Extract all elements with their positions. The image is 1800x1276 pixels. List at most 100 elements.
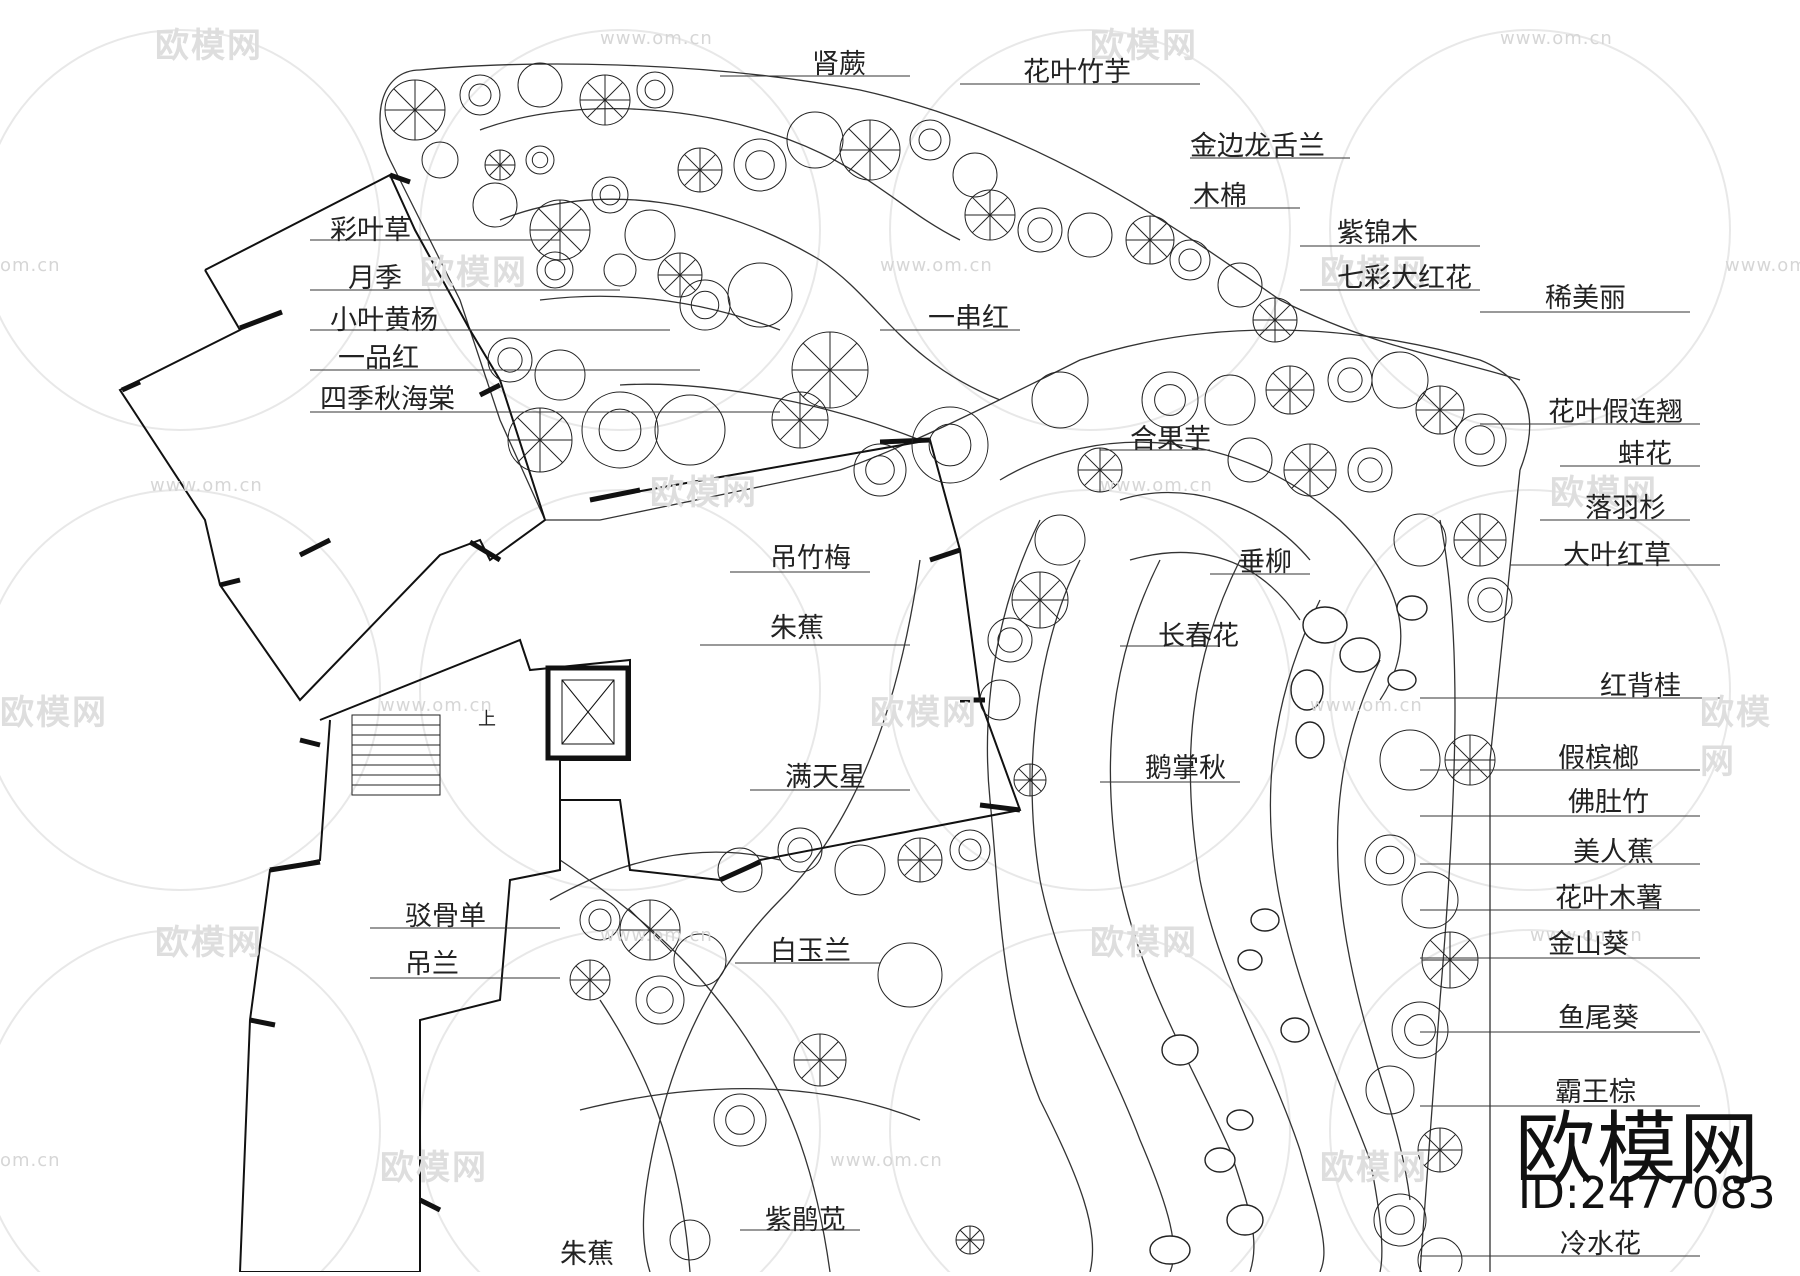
tree-spoke [1272, 389, 1291, 408]
plant-label: 长春花 [1158, 621, 1239, 652]
tree-spoke [1018, 768, 1031, 781]
tree-spoke [1291, 469, 1311, 489]
tree-symbol [472, 182, 518, 228]
plant-label: 朱蕉 [770, 613, 824, 644]
tree-spoke [679, 274, 696, 291]
plant-label: 一串红 [928, 303, 1009, 334]
tree-symbol-inner [497, 347, 523, 373]
tree-symbol-inner [745, 150, 775, 180]
tree-spoke [1099, 469, 1116, 486]
tree-spoke [414, 109, 437, 132]
tree-spoke [538, 208, 561, 231]
tree-spoke [393, 88, 416, 111]
tree-spoke [1429, 959, 1451, 981]
watermark-brand: 欧模网 [155, 923, 263, 963]
tree-symbol [1365, 1065, 1415, 1115]
watermark-brand: 欧模网 [1090, 26, 1198, 66]
tree-symbol [579, 899, 621, 941]
tree-spoke [1149, 239, 1168, 258]
tree-spoke [649, 929, 672, 952]
tree-spoke [848, 149, 871, 172]
plant-label: 肾蕨 [812, 49, 866, 80]
tree-spoke [819, 1041, 839, 1061]
watermark-brand: 欧模网 [1550, 473, 1658, 513]
plant-label: 花叶木薯 [1555, 883, 1663, 914]
tree-symbol-inner [646, 986, 674, 1014]
watermark-circles [0, 29, 1731, 1276]
tree-spoke [539, 439, 563, 463]
tree-symbol [713, 1093, 767, 1147]
tree-symbol [952, 152, 998, 198]
plant-label: 红背桂 [1600, 671, 1681, 702]
tree-spoke [989, 214, 1009, 234]
tree-symbol [1379, 729, 1441, 791]
tree-spoke [499, 164, 511, 176]
tree-symbol-inner [468, 83, 492, 107]
tree-spoke [779, 399, 801, 421]
tree-symbol [1327, 357, 1373, 403]
tree-spoke [1449, 959, 1471, 981]
tree-symbol [603, 253, 637, 287]
tree-spoke [819, 1059, 839, 1079]
tree-spoke [1439, 392, 1458, 411]
plant-label: 鹅掌秋 [1145, 753, 1226, 784]
tree-symbol [1347, 447, 1393, 493]
tree-spoke [799, 419, 821, 441]
tree-symbol [853, 443, 907, 497]
plant-label: 大叶红草 [1563, 540, 1671, 571]
tree-spoke [919, 844, 936, 861]
tree-spoke [1259, 304, 1276, 321]
plant-label: 彩叶草 [330, 215, 411, 246]
plant-label: 紫锦木 [1337, 218, 1418, 249]
tree-spoke [1469, 741, 1489, 761]
tree-symbol [727, 262, 793, 328]
tree-spoke [1019, 599, 1041, 621]
tree-symbol [1401, 871, 1459, 929]
tree-symbol-inner [544, 259, 566, 281]
tree-symbol [1467, 577, 1513, 623]
tree-spoke [848, 128, 871, 151]
tree-spoke [489, 154, 501, 166]
tree-symbol [777, 827, 823, 873]
tree-spoke [589, 965, 605, 981]
tree-spoke [1132, 239, 1151, 258]
tree-spoke [1019, 579, 1041, 601]
tree-spoke [829, 342, 858, 371]
watermark-brand: 欧模网 [1320, 1148, 1428, 1188]
tree-symbol [525, 145, 555, 175]
watermark-brand: 欧模网 [0, 693, 108, 733]
tree-symbol-inner [1404, 1014, 1436, 1046]
tree-symbol [1204, 374, 1256, 426]
tree-spoke [604, 81, 624, 101]
watermark-brand: 欧模网 [1320, 253, 1428, 293]
tree-spoke [1424, 1149, 1441, 1166]
stair [351, 714, 441, 796]
tree-spoke [1309, 451, 1329, 471]
tree-spoke [1029, 768, 1042, 781]
tree-spoke [575, 979, 591, 995]
tree-spoke [959, 1229, 971, 1241]
tree-spoke [989, 196, 1009, 216]
tree-spoke [904, 859, 921, 876]
tree-spoke [1422, 409, 1441, 428]
plant-label: 月季 [348, 263, 402, 294]
tree-spoke [959, 1239, 971, 1251]
tree-spoke [586, 81, 606, 101]
tree-spoke [829, 369, 858, 398]
tree-symbol-inner [1337, 367, 1363, 393]
tree-symbol [1453, 413, 1507, 467]
tree-spoke [1132, 222, 1151, 241]
building-thick-walls [120, 172, 1021, 1213]
tree-symbol-inner [588, 908, 612, 932]
building-outlines [118, 173, 1022, 1273]
tree-symbol [733, 138, 787, 192]
tree-symbol [635, 975, 685, 1025]
watermark-brand: 欧模网 [870, 693, 978, 733]
watermark-site: www.om.cn [150, 475, 263, 496]
tree-spoke [517, 439, 541, 463]
tree-spoke [1479, 539, 1499, 559]
tree-symbol [1391, 1001, 1449, 1059]
tree-symbol-inner [599, 184, 621, 206]
tree-spoke [1439, 409, 1458, 428]
